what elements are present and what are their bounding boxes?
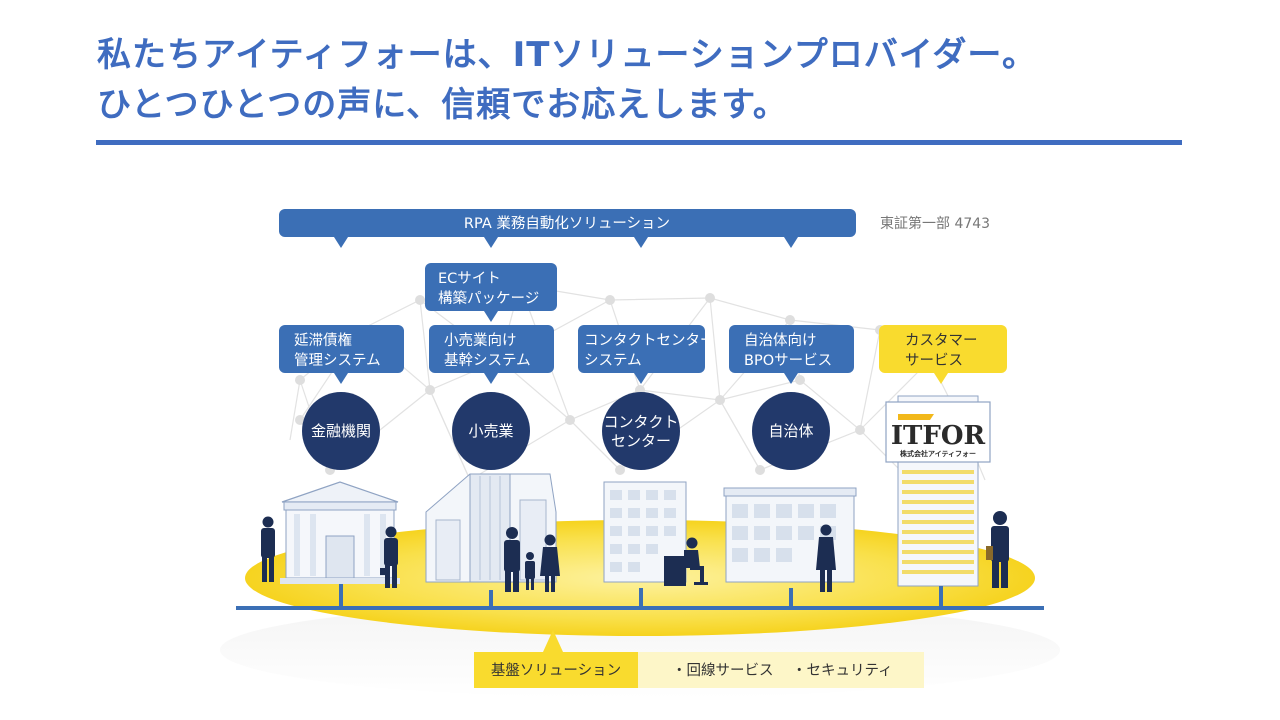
solution-retail-line2: 基幹システム xyxy=(444,351,531,369)
industry-circle-municipality: 自治体 xyxy=(752,392,830,470)
page-title-line1: 私たちアイティフォーは、ITソリューションプロバイダー。 xyxy=(97,35,1038,75)
industry-circle-retail: 小売業 xyxy=(452,392,530,470)
ec-bubble-line2: 構築パッケージ xyxy=(438,289,539,307)
base-item-lines: ・回線サービス xyxy=(672,662,774,679)
retail-building-illustration xyxy=(425,473,557,583)
bank-building-illustration xyxy=(280,481,400,584)
base-connectors xyxy=(339,584,943,606)
industry-municipality-label: 自治体 xyxy=(768,422,813,440)
industry-circle-contact-center: コンタクト センター xyxy=(602,392,680,470)
itfor-tower-illustration: ITFOR 株式会社アイティフォー xyxy=(885,395,991,587)
solution-cs-line1: カスタマー xyxy=(905,332,978,349)
page-title-line2: ひとつひとつの声に、信頼でお応えします。 xyxy=(97,85,788,125)
rpa-banner-label: RPA 業務自動化ソリューション xyxy=(464,215,670,232)
solution-municipal-line2: BPOサービス xyxy=(744,352,832,369)
people-silhouettes xyxy=(261,511,1009,592)
solution-bubble-contact: コンタクトセンター システム xyxy=(578,325,715,384)
solution-contact-line1: コンタクトセンター xyxy=(584,332,715,349)
base-rail xyxy=(236,606,1044,610)
solution-contact-line2: システム xyxy=(584,353,642,369)
solution-bubble-debt: 延滞債権 管理システム xyxy=(279,325,404,384)
solution-municipal-line1: 自治体向け xyxy=(744,332,817,349)
solution-bubble-customer-service: カスタマー サービス xyxy=(879,325,1007,384)
solution-bubble-retail: 小売業向け 基幹システム xyxy=(429,325,554,384)
solution-bubble-municipal: 自治体向け BPOサービス xyxy=(729,325,854,384)
rpa-banner: RPA 業務自動化ソリューション xyxy=(279,209,856,248)
municipal-building-illustration xyxy=(723,487,857,583)
industry-finance-label: 金融機関 xyxy=(311,422,371,440)
base-item-security: ・セキュリティ xyxy=(792,663,893,679)
industry-contact-line2: センター xyxy=(611,432,671,450)
page-title: 私たちアイティフォーは、ITソリューションプロバイダー。 ひとつひとつの声に、信… xyxy=(97,30,1037,130)
itfor-company-name: 株式会社アイティフォー xyxy=(900,449,976,458)
itfor-logo-text: ITFOR xyxy=(891,421,986,451)
industry-contact-line1: コンタクト xyxy=(603,413,678,431)
title-underline xyxy=(96,140,1182,145)
solution-debt-line1: 延滞債権 xyxy=(294,332,352,349)
stock-listing: 東証第一部 4743 xyxy=(880,215,990,232)
industry-circle-finance: 金融機関 xyxy=(302,392,380,470)
solution-cs-line2: サービス xyxy=(905,352,963,369)
ec-bubble-line1: ECサイト xyxy=(438,271,501,287)
solution-retail-line1: 小売業向け xyxy=(444,332,517,349)
base-solution-label: 基盤ソリューション xyxy=(491,662,621,679)
industry-retail-label: 小売業 xyxy=(468,422,513,440)
base-solution-bar: 基盤ソリューション ・回線サービス ・セキュリティ xyxy=(474,630,924,688)
solution-debt-line2: 管理システム xyxy=(294,352,381,369)
ec-site-bubble: ECサイト 構築パッケージ xyxy=(425,263,557,322)
